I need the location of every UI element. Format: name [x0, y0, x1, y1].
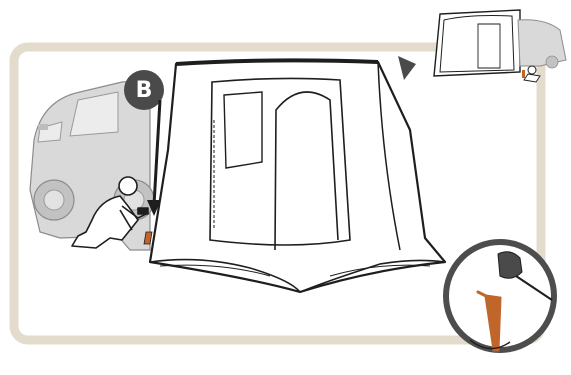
tent: [150, 60, 445, 292]
overview-thumbnail: [434, 10, 566, 82]
triangle-pointer-icon: [398, 56, 416, 80]
zoom-detail: [446, 242, 554, 350]
step-badge: [124, 70, 164, 110]
